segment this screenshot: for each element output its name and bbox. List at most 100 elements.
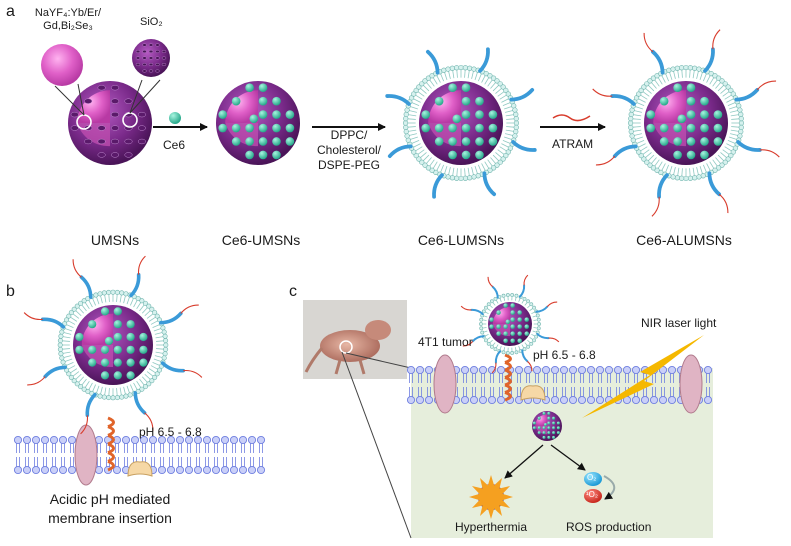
ce6-dot (448, 150, 457, 160)
lipid-tail (92, 298, 97, 306)
lipid-tail (104, 294, 107, 303)
peg-chain (707, 171, 722, 197)
lipid-tail (429, 159, 435, 167)
lipid-head (683, 64, 689, 71)
lipid-tail (467, 167, 470, 176)
lipid-tail (484, 77, 490, 85)
lipid-tail (411, 102, 420, 107)
lipid-tail (501, 98, 509, 103)
lipid-tail (150, 365, 158, 370)
lipid-head (419, 159, 425, 165)
ce6-dot (532, 421, 536, 425)
lipid-head (522, 347, 527, 352)
lipid-head (497, 159, 503, 165)
lipid-tail (88, 300, 93, 308)
lipid-head (193, 435, 203, 445)
arrow-to-hyperthermia (504, 444, 544, 479)
membrane-protein-c-right (679, 354, 703, 414)
lipid-tail (499, 345, 502, 350)
lipid-head (478, 395, 488, 405)
lipid-tail (436, 75, 441, 83)
lipid-head (478, 365, 488, 375)
lipid-tail (638, 143, 646, 148)
lipid-tail (706, 163, 711, 171)
lipid-tail (712, 159, 718, 167)
lipid-head (622, 365, 632, 375)
lipid-head (628, 111, 634, 117)
lipid-tail (420, 87, 427, 94)
lipid-head (486, 302, 491, 307)
ce6-dot (272, 150, 281, 160)
lipid-tail (724, 146, 732, 152)
lipid-tail (661, 75, 666, 83)
lipid-tail (645, 152, 652, 159)
ce6-dot (488, 123, 498, 133)
particle-ce6-lumsns (385, 47, 537, 199)
lipid-head (193, 465, 203, 475)
lipid-head (163, 338, 169, 344)
lipid-tail (503, 347, 506, 351)
lipid-tail (415, 146, 423, 152)
lipid-head (532, 338, 536, 343)
ce6-dot (126, 358, 135, 367)
ce6-dot (552, 426, 556, 430)
lipid-head (725, 156, 731, 162)
lipid-tail (514, 347, 517, 351)
atram-peptide (137, 255, 146, 275)
lipid-tail (126, 385, 130, 394)
lipid-tail (665, 164, 670, 173)
lipid-head (674, 175, 680, 181)
pore (142, 43, 147, 47)
lipid-tail (532, 330, 536, 333)
ce6-dot (113, 345, 122, 354)
lipid-tail (489, 305, 493, 309)
ce6-dot (88, 345, 97, 354)
lipid-tail (677, 70, 680, 79)
ce6-dot (713, 110, 723, 119)
ce6-dot (285, 110, 295, 119)
ce6-dot (218, 110, 228, 119)
lipid-head (58, 465, 68, 475)
ce6-dot (556, 426, 560, 430)
ce6-dot (537, 431, 541, 435)
lipid-head (719, 78, 725, 84)
lipid-tail (70, 316, 78, 322)
lipid-head (738, 129, 744, 135)
lipid-head (489, 299, 494, 304)
lipid-head (487, 395, 497, 405)
lipid-tail (730, 133, 739, 136)
lipid-head (638, 152, 644, 159)
lipid-tail (496, 344, 499, 348)
ce6-dot (677, 114, 687, 124)
lipid-head (568, 395, 578, 405)
panel-label-a: a (6, 3, 15, 20)
ce6-dot (556, 421, 560, 425)
lipid-head (93, 292, 99, 298)
outcome-hyperthermia: Hyperthermia (455, 520, 528, 534)
lipid-tail (63, 332, 72, 335)
lipid-head (703, 365, 713, 375)
lipid-tail (448, 167, 451, 176)
pore (111, 98, 120, 104)
lipid-tail (730, 110, 739, 113)
lipid-head (404, 133, 410, 139)
lipid-tail (715, 157, 722, 164)
name-umsns: UMSNs (90, 232, 140, 248)
peg-chain (478, 47, 490, 73)
lipid-tail (152, 361, 160, 366)
pore (142, 63, 147, 67)
lipid-tail (485, 333, 489, 337)
lipid-tail (484, 315, 488, 318)
lipid-head (425, 75, 432, 81)
ph-label-b: pH 6.5 - 6.8 (139, 425, 202, 439)
lipid-head (604, 365, 614, 375)
lipid-head (496, 365, 506, 375)
ce6-dot (673, 123, 682, 133)
ce6-dot (113, 332, 122, 342)
ce6-dot (285, 137, 295, 146)
pore (142, 50, 147, 54)
lipid-tail (481, 163, 486, 171)
lipid-tail (647, 84, 655, 92)
lipid-head (175, 465, 185, 475)
